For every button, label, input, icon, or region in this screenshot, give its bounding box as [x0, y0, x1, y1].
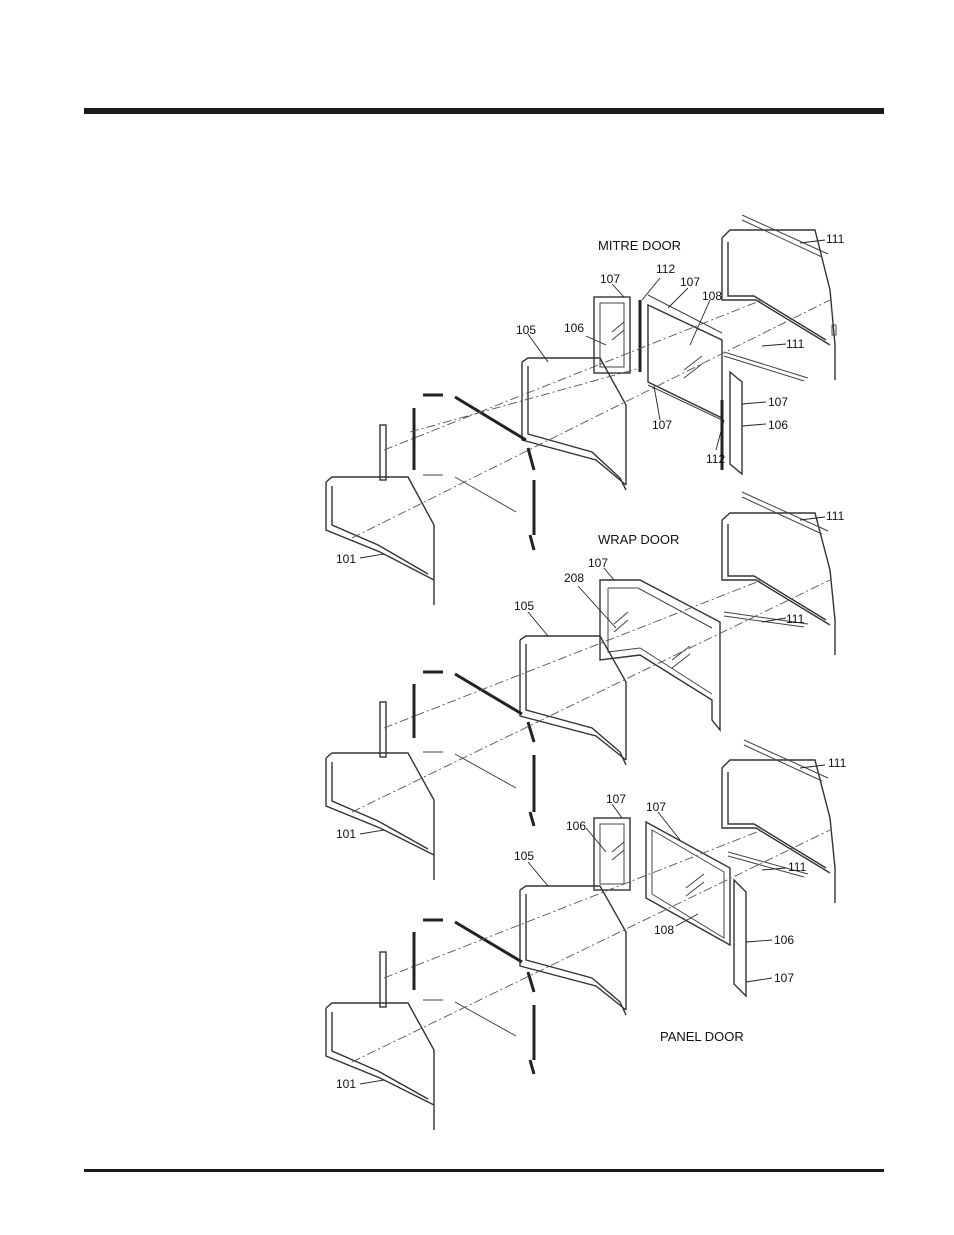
- hinge-part: [380, 702, 386, 757]
- part-number: 106: [774, 933, 794, 947]
- hinge-part: [380, 425, 386, 480]
- leader-line: [742, 402, 766, 404]
- part-number: 107: [652, 418, 672, 432]
- part-number: 208: [564, 571, 584, 585]
- small-glass-pane: [600, 303, 624, 367]
- leader-line: [360, 830, 384, 834]
- part-number: 101: [336, 1077, 356, 1091]
- hinge-part: [380, 952, 386, 1007]
- mitre-door-title: MITRE DOOR: [598, 238, 681, 253]
- part-number: 107: [588, 556, 608, 570]
- leader-line: [360, 1080, 384, 1084]
- leader-line: [612, 804, 622, 818]
- door-frame-105: [520, 636, 626, 765]
- leader-line: [586, 336, 606, 345]
- leader-line: [654, 386, 660, 420]
- part-number: 106: [768, 418, 788, 432]
- mitre-door-assembly: MITRE DOOR: [326, 215, 845, 605]
- part-number: 111: [826, 232, 845, 246]
- glass-hatch: [612, 322, 624, 340]
- vertical-stile-part: [528, 972, 534, 1074]
- part-number: 108: [702, 289, 722, 303]
- part-number: 112: [656, 262, 675, 276]
- large-glass-frame: [648, 305, 722, 418]
- door-frame-105: [522, 358, 626, 490]
- glass-hatch: [686, 874, 704, 896]
- top-rail-part: [423, 672, 522, 714]
- outer-frame-101: [326, 753, 434, 880]
- part-number: 105: [514, 849, 534, 863]
- assembly-centerlines: [352, 580, 830, 812]
- part-number: 107: [768, 395, 788, 409]
- part-number: 101: [336, 552, 356, 566]
- rear-frame-part: [722, 513, 835, 655]
- part-number: 107: [646, 800, 666, 814]
- part-number: 111: [786, 612, 805, 626]
- leader-line: [746, 978, 772, 982]
- leader-line: [360, 554, 384, 558]
- bottom-rail-part: [423, 475, 516, 512]
- top-channel-part: [742, 215, 828, 257]
- leader-line: [690, 300, 710, 345]
- part-number: 112: [706, 452, 725, 466]
- leader-line: [762, 344, 786, 346]
- glass-hatch: [612, 842, 624, 860]
- part-number: 111: [826, 509, 845, 523]
- small-glass-pane: [600, 824, 624, 884]
- leader-line: [528, 612, 548, 636]
- part-number: 111: [788, 860, 807, 874]
- part-number: 101: [336, 827, 356, 841]
- leader-line: [800, 517, 825, 520]
- part-number: 106: [566, 819, 586, 833]
- vertical-stile-part: [528, 722, 534, 826]
- panel-door-assembly: PANEL DOOR: [326, 740, 847, 1130]
- small-glass-frame: [594, 297, 630, 373]
- door-frame-105: [520, 886, 626, 1015]
- assembly-centerlines: [352, 300, 830, 538]
- panel-door-title: PANEL DOOR: [660, 1029, 744, 1044]
- part-number: 108: [654, 923, 674, 937]
- wrap-glass-frame: [600, 580, 720, 730]
- small-glass-frame: [594, 818, 630, 890]
- leader-line: [586, 828, 606, 852]
- top-rail-part: [423, 395, 526, 440]
- leader-line: [668, 288, 688, 308]
- top-rail-part: [423, 920, 522, 962]
- wrap-door-title: WRAP DOOR: [598, 532, 679, 547]
- leader-line: [528, 862, 548, 886]
- part-number: 111: [828, 756, 847, 770]
- leader-line: [800, 240, 825, 243]
- outer-frame-101: [326, 477, 434, 605]
- side-glass-frame: [730, 372, 742, 474]
- leader-line: [746, 940, 772, 942]
- vertical-stile-part: [528, 448, 534, 550]
- part-number: 105: [516, 323, 536, 337]
- glass-hatch: [614, 612, 690, 668]
- bottom-rail-part: [423, 752, 516, 788]
- leader-line: [578, 586, 616, 628]
- outer-frame-101: [326, 1003, 434, 1130]
- glass-channels: [648, 295, 722, 420]
- glass-hatch: [684, 356, 702, 378]
- part-number: 107: [680, 275, 700, 289]
- part-number: 106: [564, 321, 584, 335]
- part-number: 107: [606, 792, 626, 806]
- part-number: 107: [600, 272, 620, 286]
- leader-line: [742, 424, 766, 426]
- rear-frame-part: [722, 230, 835, 380]
- rear-frame-part: [722, 760, 835, 903]
- bottom-rail-part: [423, 1000, 516, 1036]
- side-glass-frame: [734, 880, 746, 996]
- part-number: 107: [774, 971, 794, 985]
- part-number: 105: [514, 599, 534, 613]
- part-number: 111: [786, 337, 805, 351]
